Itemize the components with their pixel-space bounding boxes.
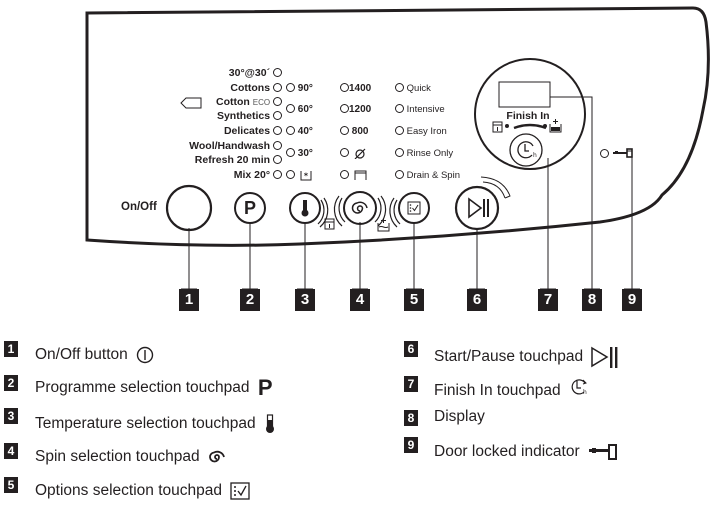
spin-icon (209, 450, 225, 463)
rinse-hold-icon (354, 170, 367, 180)
options-button[interactable] (399, 193, 429, 223)
spin-rinse-hold[interactable] (340, 170, 367, 181)
programme-wool[interactable]: Wool/Handwash (189, 141, 282, 152)
spin-1400[interactable]: 1400 (340, 83, 371, 94)
panel-outline (85, 6, 710, 247)
callout-4: 4 (350, 289, 370, 311)
legend-number: 3 (4, 408, 18, 424)
svg-text:h: h (583, 389, 587, 396)
legend-item: Door locked indicator (434, 443, 618, 461)
legend-item: Finish In touchpad h (434, 379, 591, 400)
svg-text:h: h (533, 152, 537, 159)
finish-in-disc (474, 58, 586, 170)
legend-number: 9 (404, 437, 418, 453)
start-pause-icon (468, 197, 489, 219)
programme-button[interactable]: P (235, 193, 265, 223)
door-lock-icon (588, 443, 617, 460)
option-easy-iron[interactable]: Easy Iron (395, 126, 447, 137)
programme-cottons[interactable]: Cottons (230, 83, 282, 94)
start-pause-icon (591, 346, 618, 368)
legend-number: 7 (404, 376, 418, 392)
cold-icon: * (300, 171, 312, 181)
callout-8: 8 (582, 289, 602, 311)
power-icon (136, 346, 154, 364)
legend-number: 5 (4, 477, 18, 493)
programme-30at30[interactable]: 30°@30´ (229, 68, 282, 79)
legend-number: 2 (4, 375, 18, 391)
callout-2: 2 (240, 289, 260, 311)
p-icon: P (257, 374, 273, 400)
finish-in-icon: h (571, 379, 587, 396)
lamp-indicator (273, 97, 282, 106)
finish-in-button-ring (509, 133, 543, 167)
lamp-indicator (273, 141, 282, 150)
legend-number: 6 (404, 341, 418, 357)
legend-item: Spin selection touchpad (35, 448, 226, 466)
callout-9: 9 (622, 289, 642, 311)
legend-item: Start/Pause touchpad (434, 346, 619, 368)
option-intensive[interactable]: Intensive (395, 104, 445, 115)
extra-rinse-icon (377, 218, 390, 232)
lamp-indicator (273, 68, 282, 77)
temperature-40[interactable]: 40° (286, 126, 313, 137)
no-spin-icon (354, 148, 366, 159)
spin-icon (351, 201, 368, 214)
option-quick[interactable]: Quick (395, 83, 431, 94)
callout-1: 1 (179, 289, 199, 311)
temperature-30[interactable]: 30° (286, 148, 313, 159)
thermometer-icon (301, 200, 309, 217)
legend-number: 8 (404, 410, 418, 426)
lamp-indicator (273, 111, 282, 120)
on-off-button[interactable] (167, 186, 211, 230)
spin-button[interactable] (344, 192, 376, 224)
display-screen (498, 81, 551, 108)
lamp-indicator (273, 170, 282, 179)
option-rinse-only[interactable]: Rinse Only (395, 148, 453, 159)
legend-number: 4 (4, 443, 18, 459)
spin-none[interactable] (340, 148, 366, 159)
on-off-label: On/Off (121, 201, 157, 213)
temperature-cold[interactable]: * (286, 170, 312, 181)
finish-in-label: Finish In (506, 110, 550, 122)
legend-item: Display (434, 408, 485, 425)
callout-3: 3 (295, 289, 315, 311)
callout-6: 6 (467, 289, 487, 311)
programme-cotton-eco[interactable]: Cotton ECO (216, 97, 282, 108)
finish-in-icon: h (517, 141, 537, 159)
legend-item: Options selection touchpad (35, 482, 250, 500)
programme-delicates[interactable]: Delicates (224, 126, 282, 137)
svg-text:*: * (304, 172, 309, 181)
programme-synthetics[interactable]: Synthetics (217, 111, 282, 122)
lamp-indicator (273, 83, 282, 92)
spin-800[interactable]: 800 (340, 126, 368, 137)
programme-refresh[interactable]: Refresh 20 min (195, 155, 282, 166)
door-lock-icon (613, 148, 634, 158)
spin-1200[interactable]: 1200 (340, 104, 371, 115)
temperature-60[interactable]: 60° (286, 104, 313, 115)
start-pause-button[interactable] (456, 187, 498, 229)
legend-item: Programme selection touchpad P (35, 374, 273, 400)
options-icon (407, 201, 421, 215)
display (499, 82, 550, 107)
temperature-button[interactable] (290, 193, 320, 223)
lamp-indicator (273, 155, 282, 164)
eco-arrow-icon (180, 97, 202, 109)
callout-5: 5 (404, 289, 424, 311)
legend-item: Temperature selection touchpad (35, 414, 276, 434)
legend-number: 1 (4, 341, 18, 357)
options-icon (230, 482, 250, 500)
p-icon: P (243, 198, 256, 218)
legend-item: On/Off button (35, 346, 154, 364)
prewash-icon (492, 121, 503, 133)
temperature-90[interactable]: 90° (286, 83, 313, 94)
extra-rinse-icon (549, 119, 562, 133)
thermometer-icon (265, 414, 274, 433)
finish-in-button[interactable]: h (510, 134, 542, 166)
door-lock-indicator (600, 144, 635, 162)
prewash-icon (324, 218, 335, 230)
lamp-indicator (273, 126, 282, 135)
callout-7: 7 (538, 289, 558, 311)
option-drain-spin[interactable]: Drain & Spin (395, 170, 460, 181)
programme-mix[interactable]: Mix 20° (234, 170, 282, 181)
